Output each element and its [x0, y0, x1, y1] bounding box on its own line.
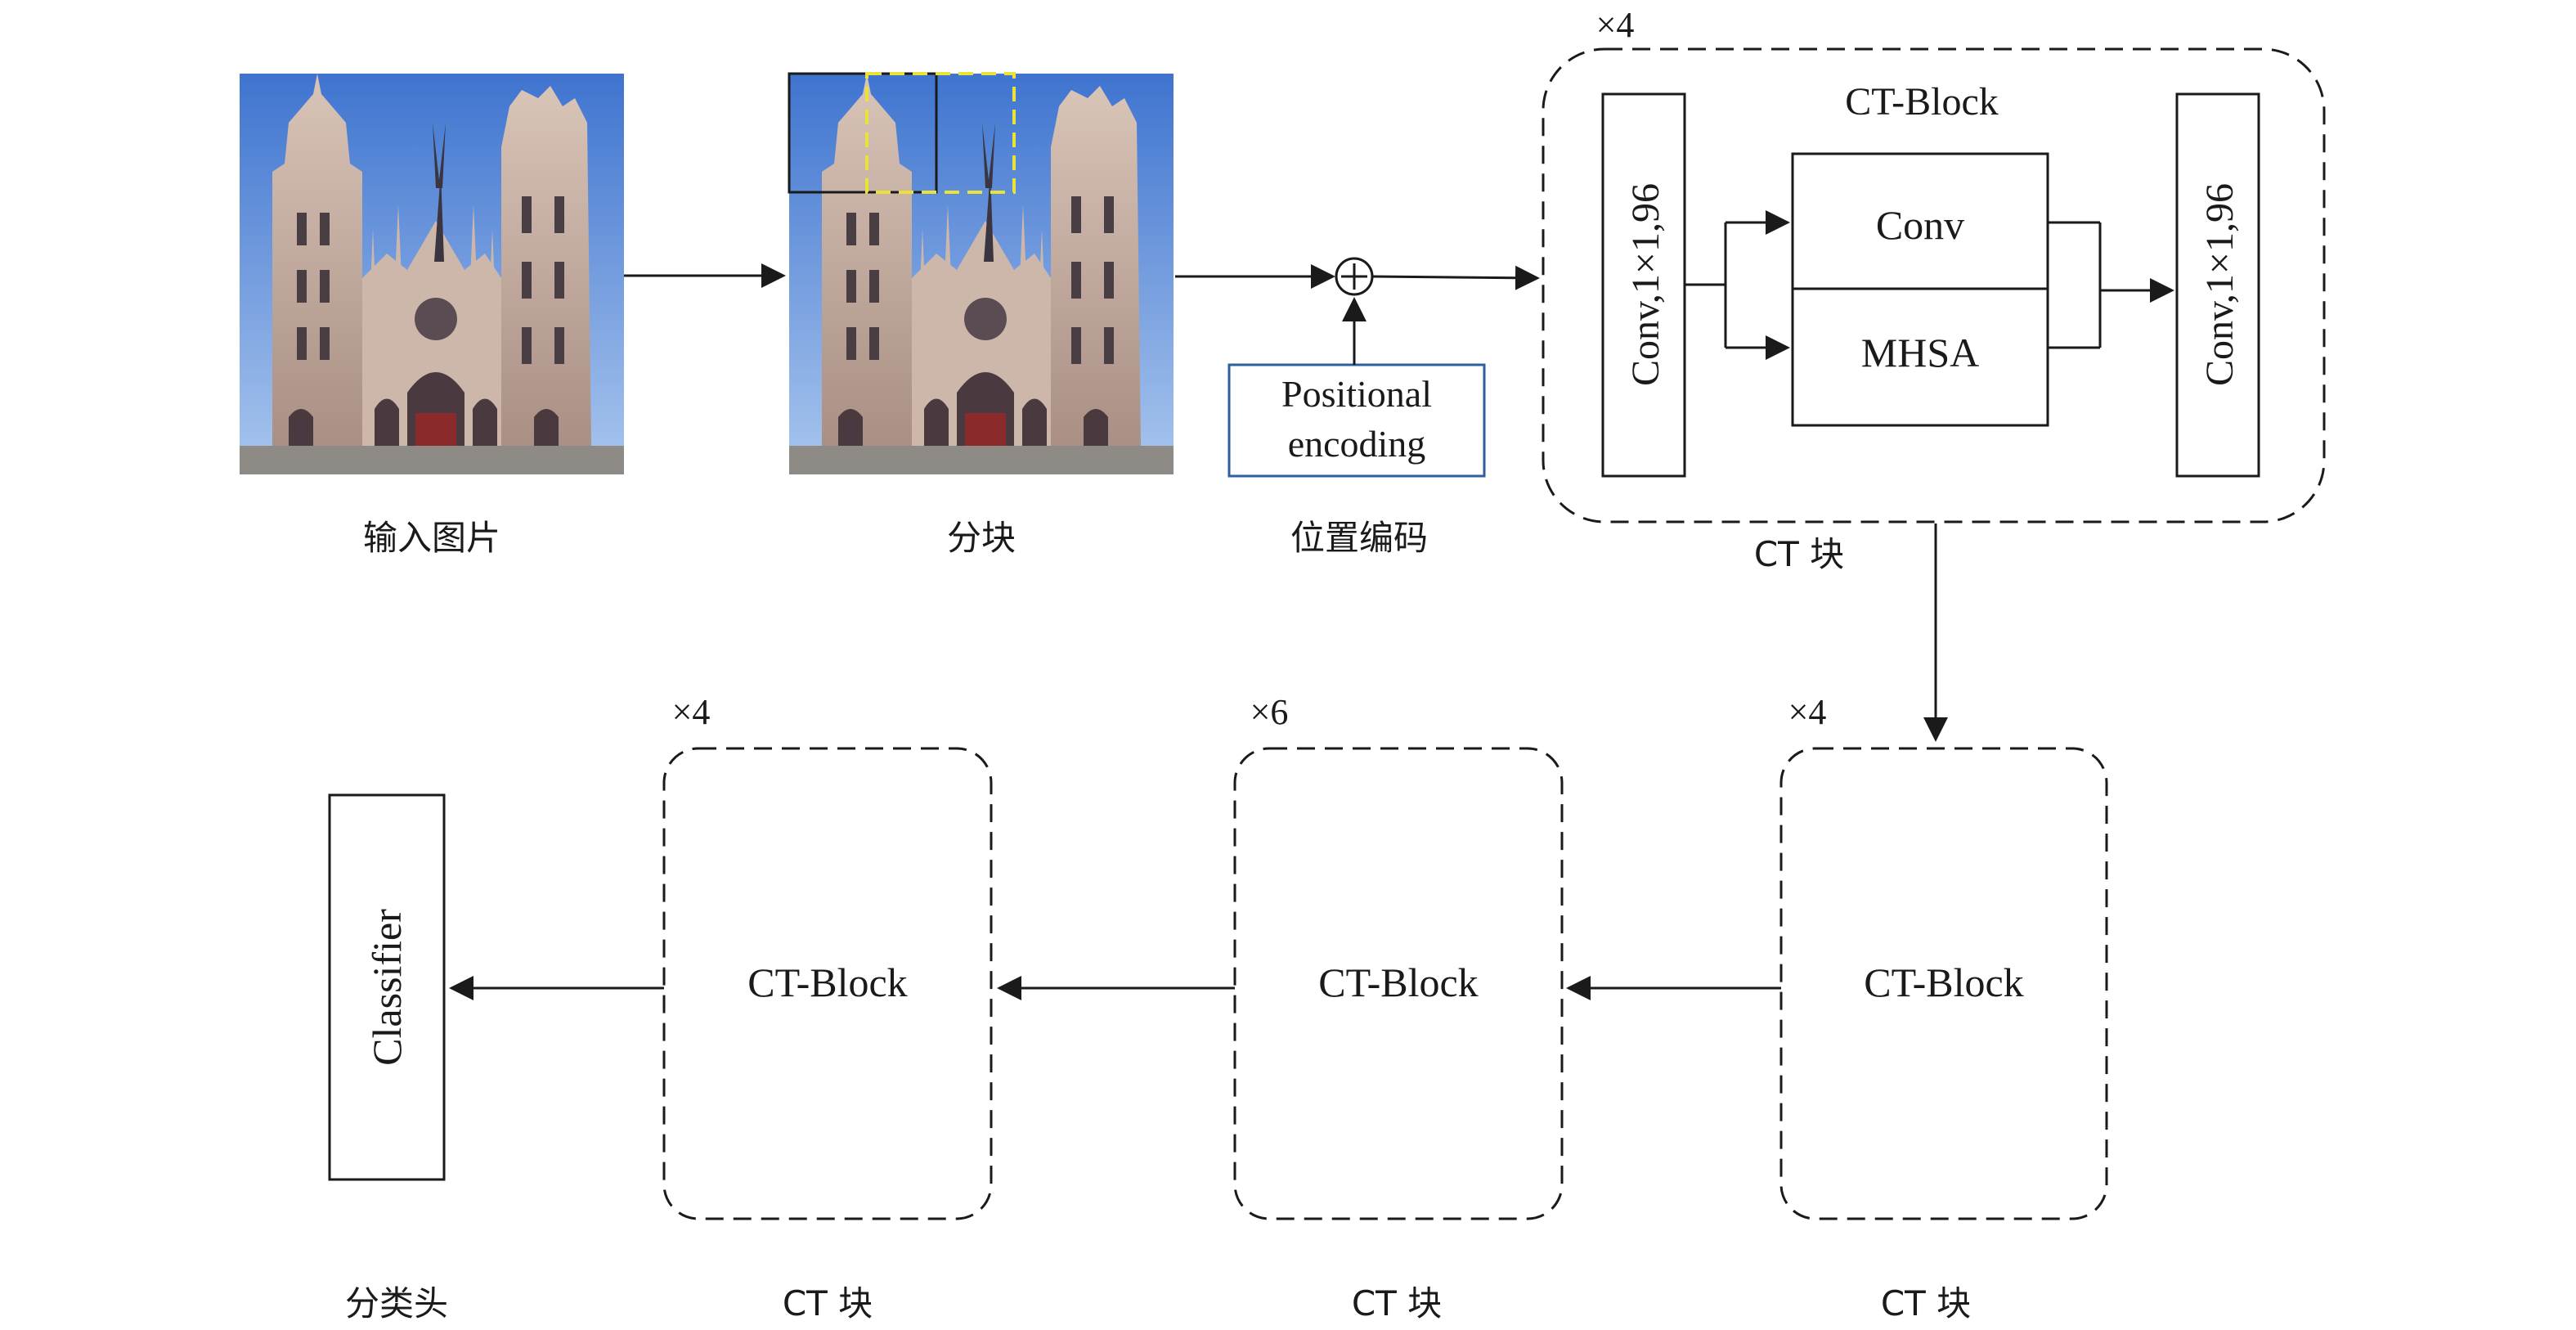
ct-main-left-conv-label: Conv,1×1,96: [1624, 183, 1667, 386]
add-operator-icon: [1335, 257, 1374, 296]
stage2-caption: CT 块: [1881, 1283, 1971, 1323]
patch-image: [788, 72, 1174, 474]
ct-main-repeat: ×4: [1596, 5, 1635, 45]
positional-encoding-label-line2: encoding: [1288, 423, 1426, 465]
stage3-label: CT-Block: [1318, 959, 1478, 1005]
ct-main-container: [1542, 47, 2326, 523]
ct-main-caption: CT 块: [1754, 534, 1844, 574]
stage3-caption: CT 块: [1352, 1283, 1442, 1323]
ct-main-split-connectors: [1685, 222, 1727, 348]
ct-main-conv-box: [1791, 152, 2049, 290]
input-image-caption: 输入图片: [363, 518, 500, 558]
stage3-repeat: ×6: [1250, 692, 1289, 732]
patches-caption: 分块: [947, 518, 1016, 558]
ct-main-mhsa-label: MHSA: [1861, 330, 1979, 375]
ct-main-left-conv-box: [1601, 92, 1686, 478]
patch-box-dashed: [865, 72, 1016, 194]
positional-encoding-caption: 位置编码: [1290, 518, 1428, 558]
input-image: [240, 74, 624, 474]
stage4-repeat: ×4: [672, 692, 711, 732]
ct-main-right-conv-label: Conv,1×1,96: [2198, 183, 2242, 386]
classifier-label: Classifier: [364, 909, 410, 1066]
stage2-repeat: ×4: [1788, 692, 1827, 732]
positional-encoding-box: [1227, 363, 1486, 478]
ct-main-title: CT-Block: [1845, 80, 1999, 124]
stage2-label: CT-Block: [1864, 959, 2023, 1005]
stage4-label: CT-Block: [747, 959, 907, 1005]
stage4-caption: CT 块: [783, 1283, 873, 1323]
patch-box-solid: [788, 72, 938, 194]
ct-main-mhsa-box: [1791, 287, 2049, 427]
ct-main-merge-connectors: [2048, 221, 2102, 349]
stage3-container: [1233, 747, 1564, 1220]
arrow-add-to-ct-main: [1371, 265, 1540, 290]
classifier-caption: 分类头: [345, 1283, 448, 1323]
classifier-box: [328, 793, 446, 1181]
positional-encoding-label-line1: Positional: [1281, 373, 1432, 415]
ct-main-conv-label: Conv: [1876, 202, 1964, 248]
ct-main-right-conv-box: [2175, 92, 2260, 478]
stage2-container: [1779, 747, 2108, 1220]
stage4-container: [662, 747, 993, 1220]
